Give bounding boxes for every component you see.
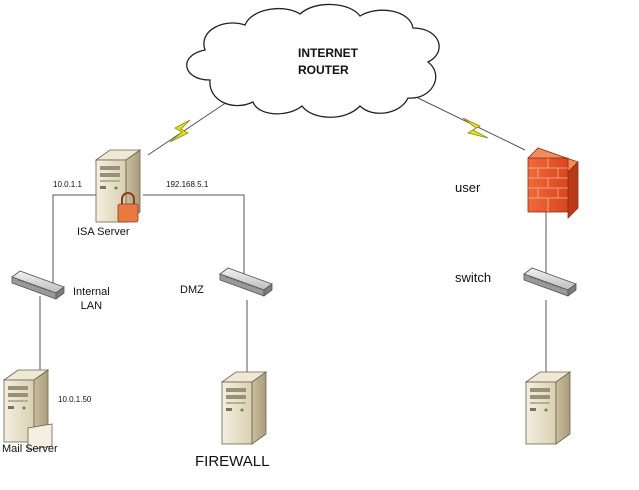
isa-cloud-link <box>147 99 231 156</box>
cloud-label: INTERNET ROUTER <box>298 45 358 79</box>
cloud-label-line1: INTERNET <box>298 46 358 60</box>
switch-label: switch <box>455 270 492 285</box>
padlock-icon <box>117 192 139 223</box>
isa-ip-right: 192.168.5.1 <box>166 180 209 189</box>
right-switch-icon <box>523 267 577 297</box>
firewall-icon <box>527 147 579 219</box>
mail-server-label: Mail Server <box>2 443 58 455</box>
isa-server-label: ISA Server <box>77 226 130 238</box>
cloud-icon <box>186 3 440 118</box>
dmz-server-icon <box>221 371 267 445</box>
lightning-icon <box>462 117 489 139</box>
internal-lan-line2: LAN <box>80 300 103 312</box>
mail-ip-label: 10.0.1.50 <box>58 395 92 404</box>
mail-server-icon <box>3 369 53 451</box>
internal-lan-line1: Internal <box>73 286 110 298</box>
dmz-label: DMZ <box>180 284 204 296</box>
connection-lines <box>39 97 547 375</box>
cloud-label-line2: ROUTER <box>298 63 349 77</box>
internal-switch-icon <box>11 270 65 300</box>
isa-to-dmz-link <box>143 194 245 280</box>
firewall-label: FIREWALL <box>195 453 270 470</box>
isa-ip-left: 10.0.1.1 <box>53 180 82 189</box>
internal-lan-label: Internal LAN <box>73 285 110 313</box>
lightning-icon <box>169 119 191 143</box>
isa-to-internal-link <box>52 194 100 283</box>
right-server-icon <box>525 371 571 445</box>
isa-server-icon <box>95 149 141 223</box>
user-label: user <box>455 180 481 195</box>
dmz-switch-icon <box>219 267 273 297</box>
